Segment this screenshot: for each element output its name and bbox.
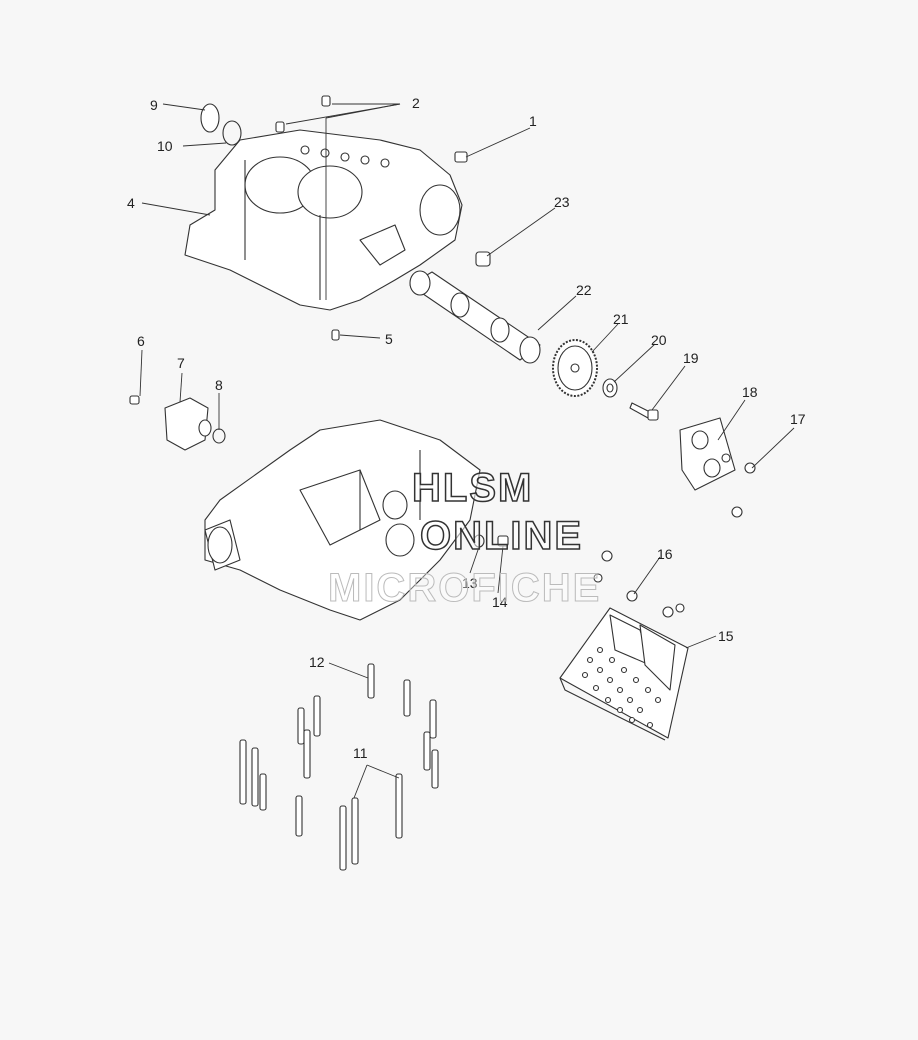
dowel-pins [275,95,340,341]
fitting [454,151,468,163]
cam-gear [552,339,598,397]
cover-plate [679,417,736,491]
bushing [475,251,491,267]
washer [602,378,618,398]
leader-lines [139,103,795,799]
watermark-line-1: HLSM [411,465,534,511]
callout-6: 6 [137,333,145,349]
callout-4: 4 [127,195,135,211]
plate-screws [721,453,756,518]
callout-19: 19 [683,350,699,366]
case-bolt [367,663,375,699]
callout-11: 11 [353,745,368,761]
callout-21: 21 [613,311,629,327]
plug-and-seal [200,103,242,146]
case-bolts [239,679,439,871]
upper-crankcase [184,129,463,311]
lower-crankcase [204,419,481,621]
callout-2: 2 [412,95,420,111]
callout-5: 5 [385,331,393,347]
bolt [129,395,140,405]
skid-plate [559,607,689,741]
callout-13: 13 [462,575,478,591]
callout-18: 18 [742,384,758,400]
callout-16: 16 [657,546,673,562]
callout-9: 9 [150,97,158,113]
camshaft [409,270,541,364]
watermark-line-2: ONLINE [419,513,584,559]
cam-bolt [629,402,659,421]
callout-14: 14 [492,594,508,610]
o-ring [212,428,226,444]
callout-7: 7 [177,355,185,371]
callout-1: 1 [529,113,537,129]
callout-15: 15 [718,628,734,644]
callout-12: 12 [309,654,325,670]
callout-22: 22 [576,282,592,298]
callout-10: 10 [157,138,173,154]
skid-screws [593,550,685,618]
callout-20: 20 [651,332,667,348]
callout-23: 23 [554,194,570,210]
callout-8: 8 [215,377,223,393]
pump-housing [164,397,212,451]
watermark-line-3: MICROFICHE [327,566,602,611]
callout-17: 17 [790,411,806,427]
